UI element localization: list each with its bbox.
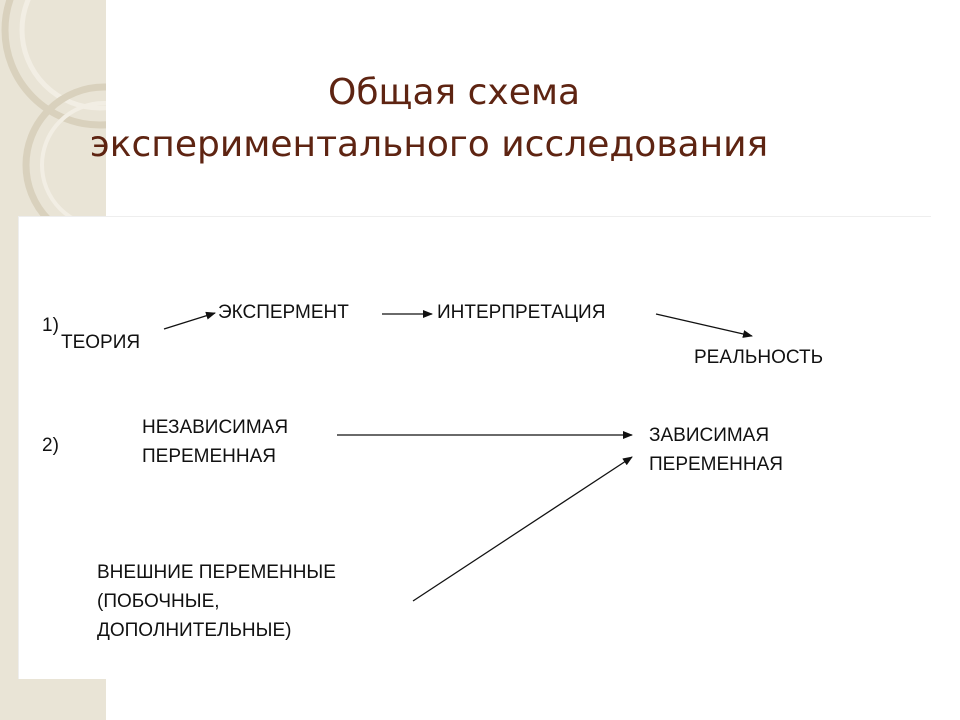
node-external-line-3: ДОПОЛНИТЕЛЬНЫЕ) [97,620,292,641]
arrow-external-to-dependent [412,456,633,602]
node-external-line-1: ВНЕШНИЕ ПЕРЕМЕННЫЕ [97,562,336,583]
scheme-2-index: 2) [42,435,59,456]
node-interpretation: ИНТЕРПРЕТАЦИЯ [437,302,606,323]
title-line-1: Общая схема [328,72,581,113]
node-experiment: ЭКСПЕРМЕНТ [218,302,349,323]
node-independent-line-2: ПЕРЕМЕННАЯ [142,446,277,467]
arrow-interpretation-to-reality [655,313,753,338]
diagram-area [18,216,931,679]
node-dependent-line-1: ЗАВИСИМАЯ [649,425,770,446]
node-independent-line-1: НЕЗАВИСИМАЯ [142,417,289,438]
node-theory: ТЕОРИЯ [61,332,141,353]
node-dependent-variable: ЗАВИСИМАЯ ПЕРЕМЕННАЯ [649,421,783,479]
node-external-line-2: (ПОБОЧНЫЕ, [97,591,220,612]
node-reality: РЕАЛЬНОСТЬ [694,347,824,368]
scheme-1-index: 1) [42,315,59,336]
node-dependent-line-2: ПЕРЕМЕННАЯ [649,454,784,475]
node-external-variables: ВНЕШНИЕ ПЕРЕМЕННЫЕ (ПОБОЧНЫЕ, ДОПОЛНИТЕЛ… [97,558,336,645]
node-independent-variable: НЕЗАВИСИМАЯ ПЕРЕМЕННАЯ [142,413,288,471]
title-line-2: экспериментального исследования [90,124,769,165]
arrow-theory-to-experiment [163,311,216,330]
